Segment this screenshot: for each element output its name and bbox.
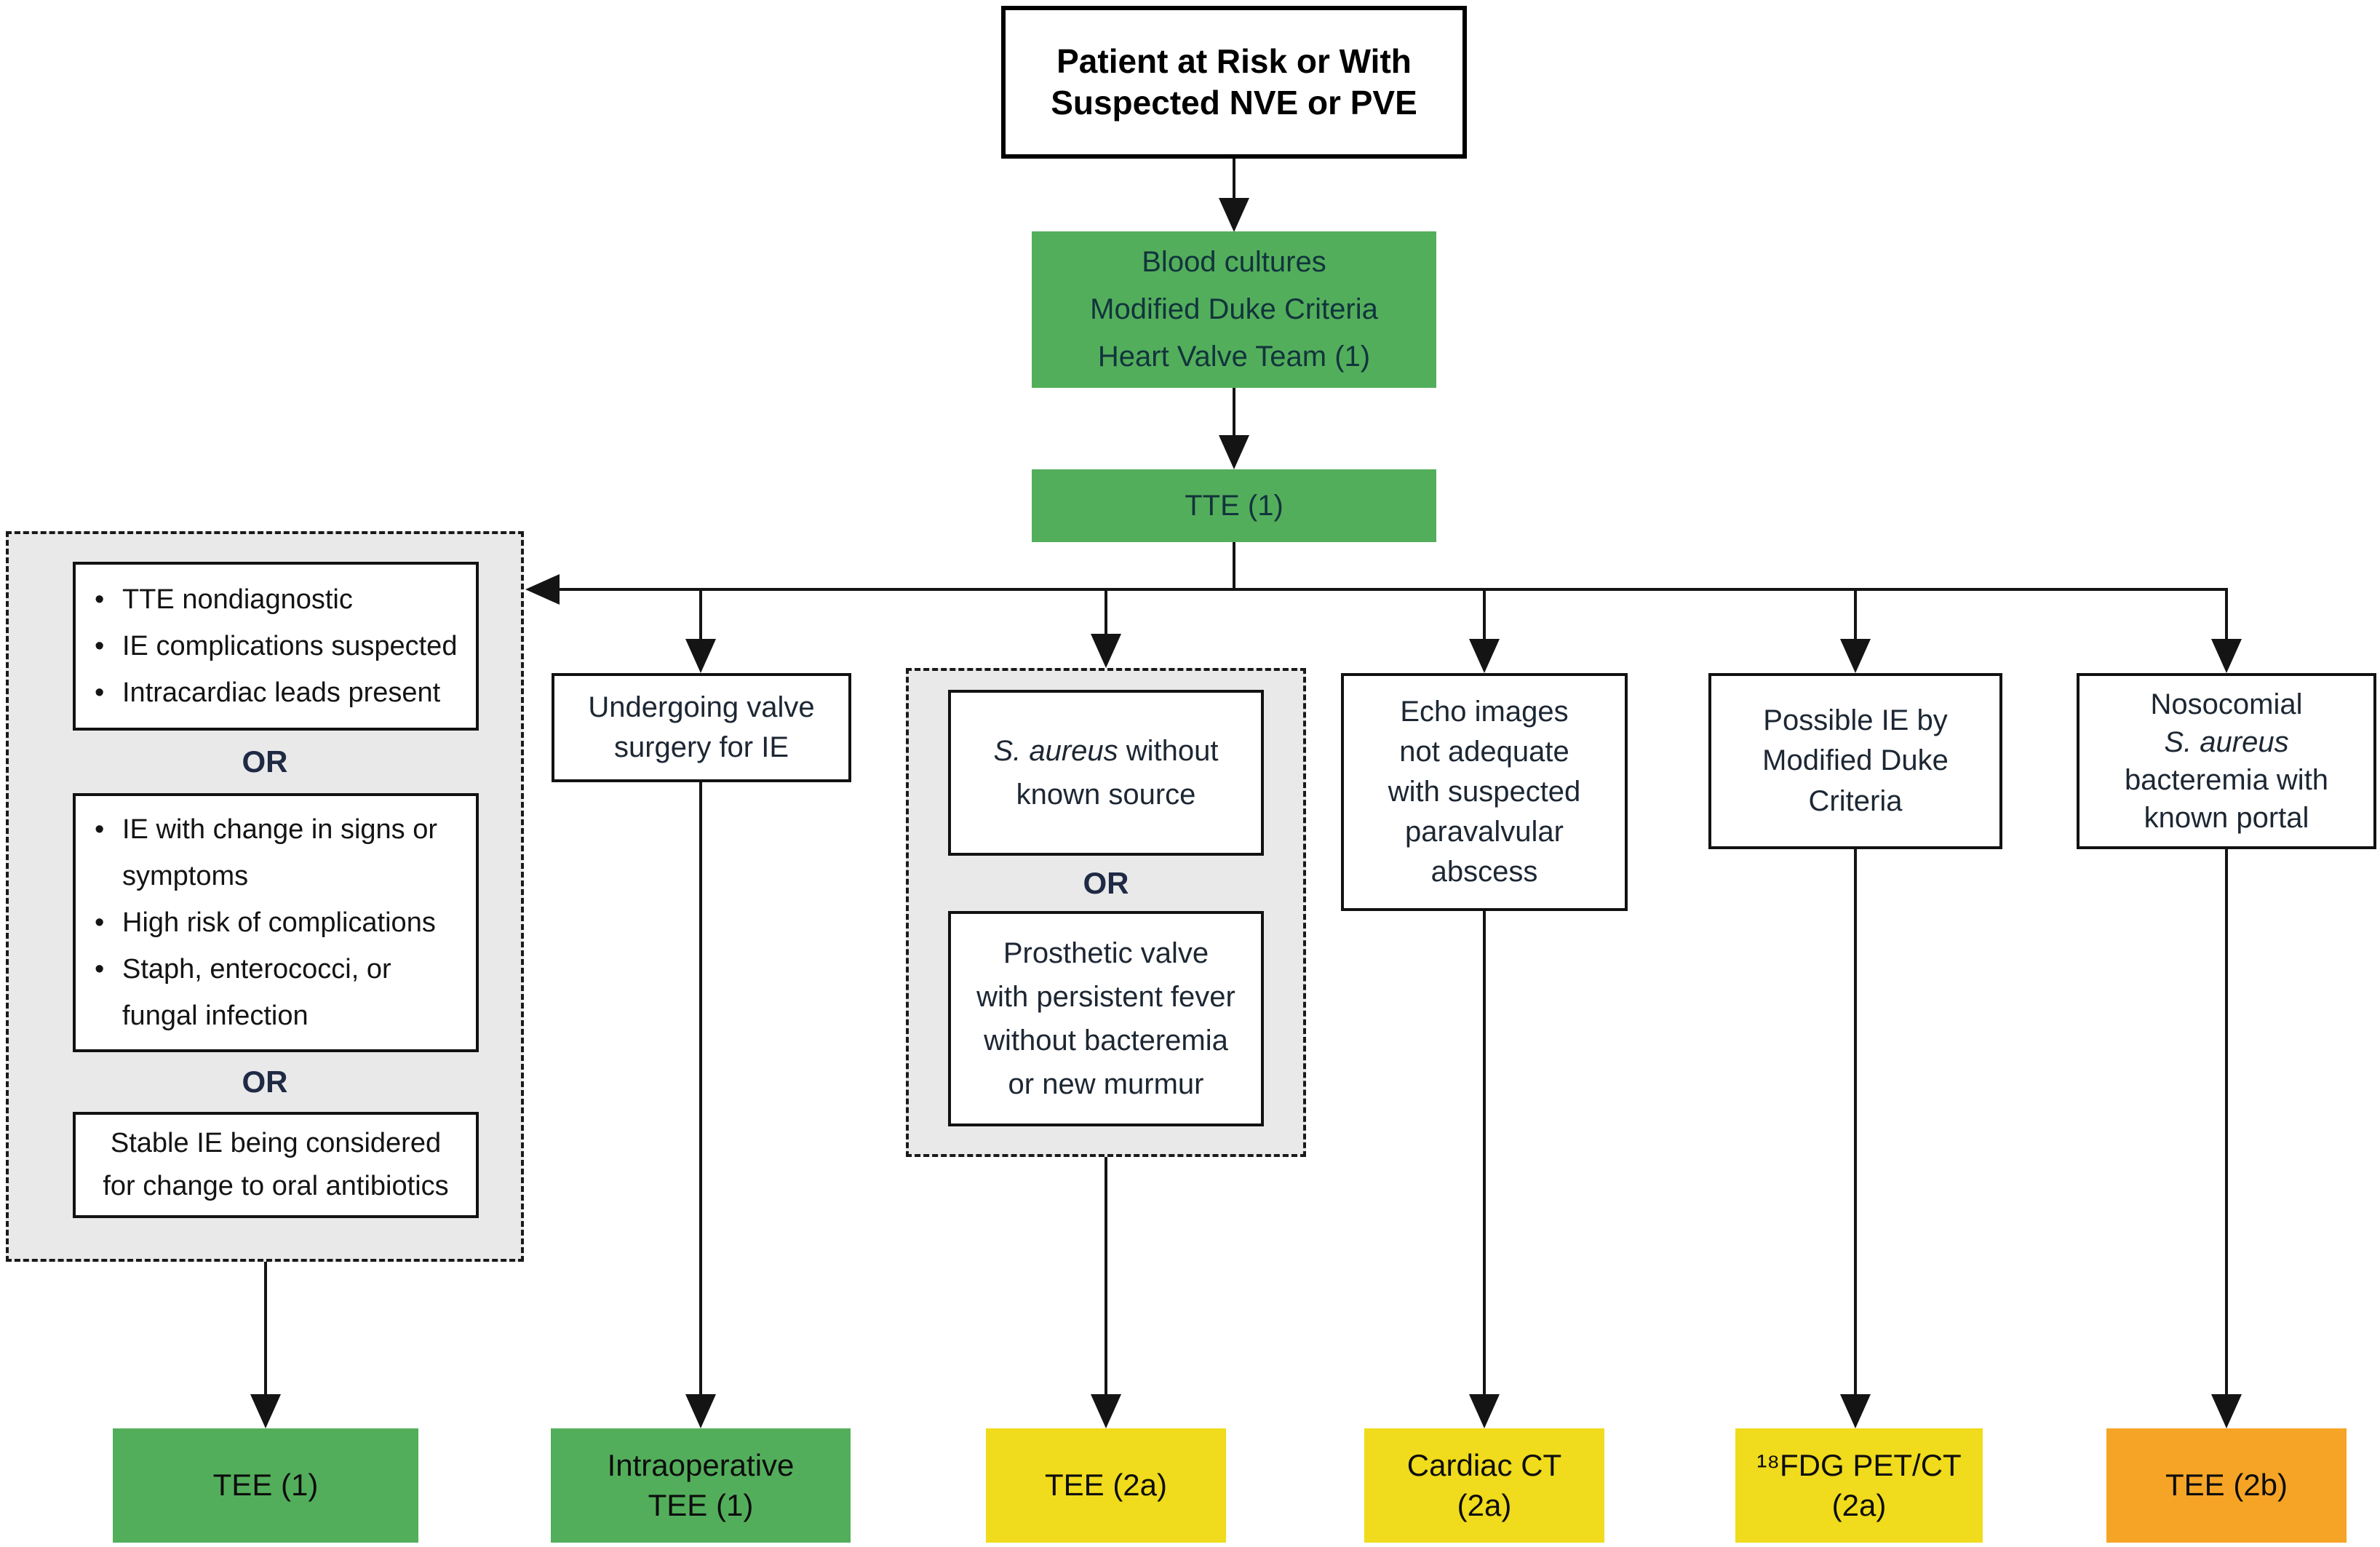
arrow-down-icon [2211,639,2242,673]
arrow-down-icon [1091,1394,1121,1428]
bullet-item: •High risk of complications [95,907,436,938]
arrow-down-icon [685,639,716,673]
arrow-down-icon [1469,639,1500,673]
outcome-box-tee-2a: TEE (2a) [986,1428,1226,1543]
connector-line [699,588,702,642]
connector-line [1483,588,1486,642]
or-label: OR [242,744,288,779]
arrow-down-icon [1469,1394,1500,1428]
connector-rail [554,588,2228,591]
or-label: OR [1083,866,1129,900]
arrow-down-icon [1840,1394,1871,1428]
bullet-item: •TTE nondiagnostic [95,584,353,615]
connector-line [1233,388,1235,437]
arrow-down-icon [2211,1394,2242,1428]
connector-line [264,1262,267,1397]
arrow-down-icon [1219,198,1249,232]
connector-line [1105,588,1107,639]
criteria-box-nondiagnostic: •TTE nondiagnostic •IE complications susp… [73,562,479,731]
arrow-down-icon [685,1394,716,1428]
connector-line [1105,1157,1107,1397]
connector-line [1233,542,1235,591]
outcome-box-tee-1: TEE (1) [113,1428,418,1543]
arrow-down-icon [1219,435,1249,469]
outcome-box-tee-2b: TEE (2b) [2106,1428,2347,1543]
connector-line [1854,849,1857,1397]
tte-box: TTE (1) [1032,469,1436,542]
connector-line [1483,911,1486,1397]
bullet-item: •Intracardiac leads present [95,677,441,708]
arrow-down-icon [1840,639,1871,673]
connector-line [2225,588,2228,642]
bullet-item: •IE complications suspected [95,631,458,661]
connector-line [699,782,702,1397]
arrow-down-icon [1091,634,1121,668]
connector-line [1854,588,1857,642]
arrow-down-icon [250,1394,281,1428]
outcome-box-fdg-petct: ¹⁸FDG PET/CT(2a) [1735,1428,1983,1543]
outcome-box-cardiac-ct: Cardiac CT(2a) [1364,1428,1604,1543]
connector-line [1233,159,1235,201]
arrow-left-icon [525,574,560,605]
connector-line [2225,849,2228,1397]
or-label: OR [242,1065,288,1099]
